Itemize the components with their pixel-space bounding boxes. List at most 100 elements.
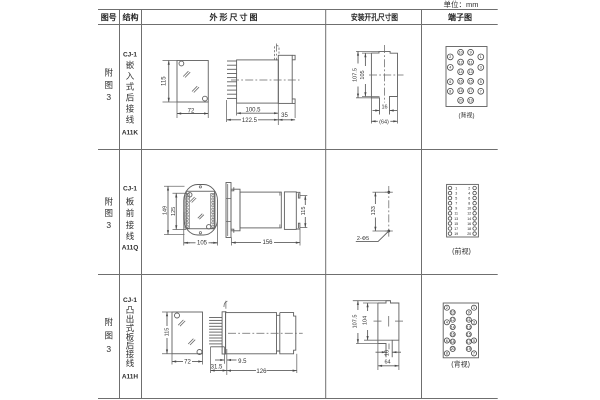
svg-text:7: 7 [480,90,482,94]
svg-text:端子图: 端子图 [448,12,472,22]
svg-text:板: 板 [126,332,135,342]
svg-text:105: 105 [360,70,366,79]
svg-text:72: 72 [188,108,195,114]
svg-text:14: 14 [451,325,455,329]
svg-text:13: 13 [469,70,473,74]
svg-text:5: 5 [480,80,482,84]
svg-text:12: 12 [459,60,463,64]
svg-text:16: 16 [385,350,391,356]
svg-text:CJ-1: CJ-1 [123,186,137,193]
svg-text:图: 图 [104,80,113,90]
svg-text:17: 17 [454,227,458,231]
svg-text:16: 16 [381,104,387,110]
svg-text:115: 115 [161,76,167,86]
svg-text:19: 19 [469,99,473,103]
svg-text:A11K: A11K [122,129,139,136]
svg-text:15: 15 [467,333,471,337]
svg-text:嵌: 嵌 [126,60,135,70]
svg-text:板: 板 [126,197,135,207]
svg-text:11: 11 [469,60,473,64]
svg-text:15: 15 [454,222,458,226]
svg-text:64: 64 [384,360,390,366]
svg-text:2: 2 [446,306,448,310]
svg-text:16: 16 [459,80,463,84]
svg-text:2: 2 [468,186,470,190]
svg-text:(背视): (背视) [459,112,475,120]
svg-text:31.5: 31.5 [211,364,223,370]
svg-text:7: 7 [473,352,475,356]
svg-text:6: 6 [449,80,451,84]
svg-text:115: 115 [301,207,307,216]
svg-text:8: 8 [449,90,451,94]
svg-text:13: 13 [454,217,458,221]
svg-text:6: 6 [446,339,448,343]
svg-text:8: 8 [468,202,470,206]
svg-text:20: 20 [459,99,463,103]
svg-text:72: 72 [184,360,191,366]
svg-text:12: 12 [467,212,471,216]
svg-text:10: 10 [467,207,471,211]
svg-text:6: 6 [468,197,470,201]
svg-text:100.5: 100.5 [245,107,261,113]
svg-text:9.5: 9.5 [238,359,247,365]
svg-text:入: 入 [126,71,135,81]
svg-text:3: 3 [480,66,482,70]
svg-text:16: 16 [451,333,455,337]
svg-text:3: 3 [106,92,111,102]
svg-text:5: 5 [473,339,475,343]
svg-text:9: 9 [468,311,470,315]
svg-text:图: 图 [104,208,113,218]
svg-text:3: 3 [106,220,111,230]
svg-text:凸: 凸 [126,305,135,315]
svg-text:20: 20 [451,347,455,351]
svg-text:149: 149 [163,206,169,215]
svg-text:后: 后 [126,340,135,350]
svg-text:10: 10 [451,311,455,315]
svg-text:CJ-1: CJ-1 [123,297,137,304]
svg-text:1: 1 [455,186,457,190]
svg-text:125: 125 [171,207,177,216]
svg-text:104: 104 [362,316,368,325]
svg-text:CJ-1: CJ-1 [123,51,137,58]
svg-text:(64): (64) [379,119,389,125]
svg-text:安装开孔尺寸图: 安装开孔尺寸图 [351,12,398,22]
svg-text:线: 线 [126,231,135,241]
svg-text:17: 17 [467,340,471,344]
svg-text:附: 附 [104,197,113,207]
svg-text:接: 接 [126,220,135,230]
svg-text:外形尺寸图: 外形尺寸图 [210,12,258,22]
svg-text:图号: 图号 [101,13,117,22]
svg-text:10: 10 [459,51,463,55]
svg-text:1: 1 [473,306,475,310]
svg-text:19: 19 [467,347,471,351]
svg-text:A11Q: A11Q [122,245,139,252]
svg-text:9: 9 [455,207,457,211]
svg-text:3: 3 [455,192,457,196]
svg-text:15: 15 [469,80,473,84]
svg-text:4: 4 [446,321,448,325]
svg-text:图: 图 [104,331,113,341]
svg-text:11: 11 [467,318,471,322]
svg-text:18: 18 [459,89,463,93]
svg-text:结构: 结构 [123,12,139,22]
svg-text:接: 接 [126,349,135,359]
svg-text:5: 5 [455,197,457,201]
svg-text:后: 后 [126,93,135,103]
svg-text:16: 16 [467,222,471,226]
svg-text:35: 35 [281,113,288,119]
svg-text:3: 3 [473,321,475,325]
svg-text:133: 133 [371,206,377,215]
svg-text:出: 出 [126,314,135,324]
svg-text:线: 线 [126,115,135,125]
svg-text:18: 18 [467,227,471,231]
svg-text:126: 126 [256,369,267,375]
svg-text:8: 8 [446,352,448,356]
svg-text:A11H: A11H [122,374,139,381]
svg-text:(背视): (背视) [451,359,470,368]
svg-text:14: 14 [459,70,463,74]
svg-text:式: 式 [126,81,135,91]
svg-text:9: 9 [470,51,472,55]
svg-text:115: 115 [164,328,170,337]
svg-text:4: 4 [468,192,470,196]
svg-text:2: 2 [449,55,451,59]
